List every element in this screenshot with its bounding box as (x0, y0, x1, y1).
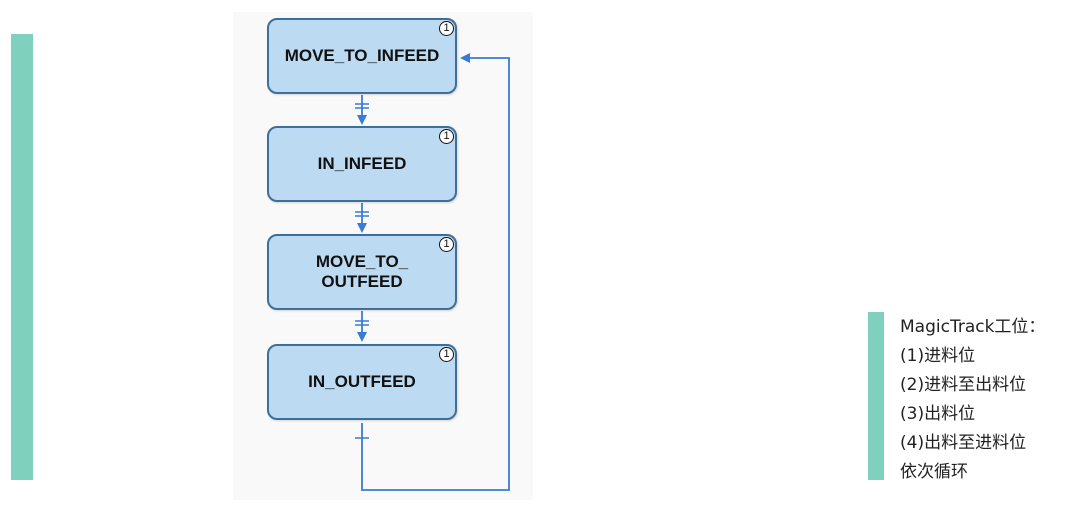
note-line: (1)进料位 (900, 346, 976, 366)
notes-title: MagicTrack工位： (900, 317, 1046, 337)
state-number-badge: 1 (439, 129, 454, 144)
state-in-infeed: IN_INFEED 1 (267, 126, 457, 202)
transition-outfeed-arrow (355, 311, 369, 342)
state-label: MOVE_TO_ OUTFEED (315, 252, 409, 291)
state-in-outfeed: IN_OUTFEED 1 (267, 344, 457, 420)
transition-move-to-outfeed-arrow (355, 203, 369, 233)
state-number-badge: 1 (439, 347, 454, 362)
note-line: (4)出料至进料位 (900, 433, 1027, 453)
state-label: IN_OUTFEED (308, 372, 416, 391)
state-number-badge: 1 (439, 237, 454, 252)
state-label: IN_INFEED (317, 154, 407, 173)
state-move-to-outfeed: MOVE_TO_ OUTFEED 1 (267, 234, 457, 310)
note-line: (2)进料至出料位 (900, 375, 1027, 395)
transition-loop-back-arrow (355, 53, 510, 491)
note-line: 依次循环 (900, 462, 968, 482)
state-number-badge: 1 (439, 21, 454, 36)
left-accent-bar (11, 34, 33, 480)
state-move-to-infeed: MOVE_TO_INFEED 1 (267, 18, 457, 94)
station-notes: MagicTrack工位： (1)进料位 (2)进料至出料位 (3)出料位 (4… (900, 313, 1045, 487)
state-label: MOVE_TO_INFEED (284, 46, 440, 65)
note-line: (3)出料位 (900, 404, 976, 424)
right-accent-bar (868, 312, 884, 480)
transition-infeed-arrow (355, 95, 369, 125)
